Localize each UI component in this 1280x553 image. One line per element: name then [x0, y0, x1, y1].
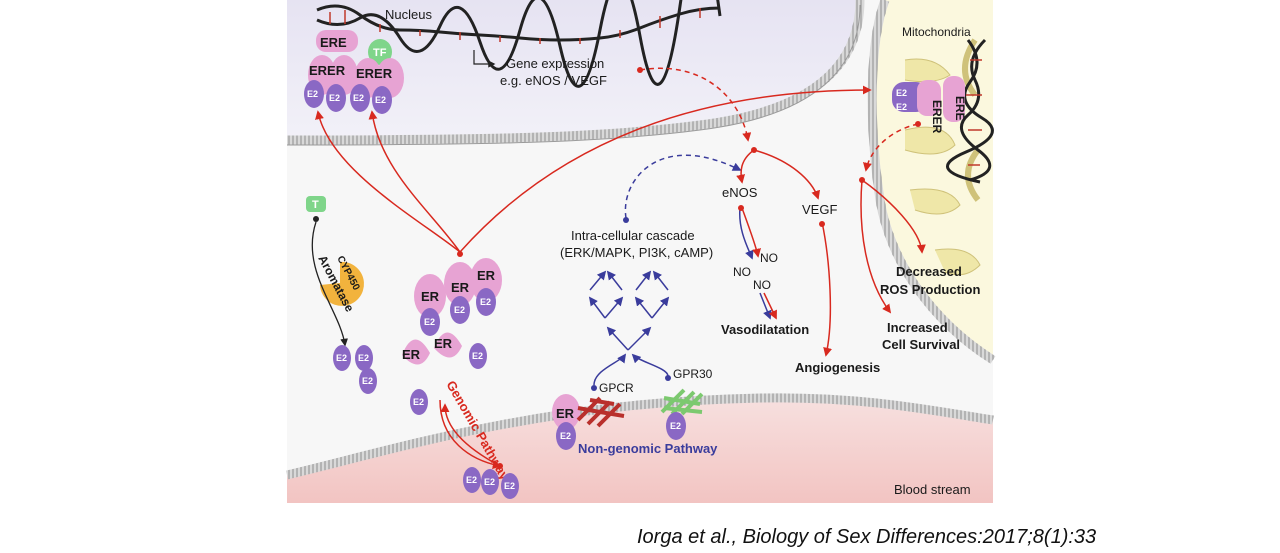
e2-label-m2: E2 — [896, 102, 907, 112]
no-label-3: NO — [753, 278, 771, 292]
gpr30-receptor: GPR30 E2 — [660, 367, 713, 440]
mitochondria-dna — [946, 38, 994, 184]
no-blue-arrow — [759, 292, 772, 320]
gpcr-receptor: GPCR — [576, 381, 634, 428]
testosterone-molecule: T — [306, 196, 326, 222]
er-label-membrane: ER — [556, 406, 575, 421]
er-label-c5: ER — [434, 336, 453, 351]
no-red-arrow — [763, 292, 777, 320]
e2-label-m1: E2 — [896, 88, 907, 98]
gene-expression-label: Gene expression — [506, 56, 604, 71]
e2-label-n1: E2 — [307, 89, 318, 99]
e2-label-b3: E2 — [504, 481, 515, 491]
e2-label-f4: E2 — [472, 351, 483, 361]
cytoplasm-er-complexes: ER E2 ER E2 ER E2 ER ER — [402, 258, 502, 365]
er-label-c4: ER — [402, 347, 421, 362]
arrow-to-vegf — [753, 149, 820, 200]
ere-complex-left: ERE ERER E2 E2 — [304, 30, 358, 112]
tf-complex: TF ERER E2 E2 — [350, 39, 404, 114]
enos-red-arrow — [741, 207, 761, 258]
erer-label-left: ERER — [309, 63, 346, 78]
gpcr-label: GPCR — [599, 381, 634, 395]
no-label-1: NO — [760, 251, 778, 265]
mitochondria-label: Mitochondria — [902, 25, 971, 39]
arrow-to-angiogenesis — [821, 221, 832, 357]
tf-label: TF — [373, 47, 387, 59]
e2-label-n2: E2 — [329, 93, 340, 103]
vasodilatation-label: Vasodilatation — [721, 322, 809, 337]
genomic-arrows — [315, 85, 872, 253]
cascade-members: (ERK/MAPK, PI3K, cAMP) — [560, 245, 713, 260]
gene-expression-dashed-arrow — [639, 67, 752, 142]
e2-label-b2: E2 — [484, 477, 495, 487]
nucleus-label: Nucleus — [385, 7, 432, 22]
free-e2-group: E2 E2 E2 E2 E2 — [333, 343, 487, 415]
erer-label-mito: ERER — [930, 100, 944, 134]
transcription-arrow — [473, 50, 496, 68]
ere-label-nucleus: ERE — [320, 35, 347, 50]
non-genomic-label: Non-genomic Pathway — [578, 441, 718, 456]
membrane-er-receptor: ER E2 — [552, 394, 580, 450]
e2-label-f5: E2 — [413, 397, 424, 407]
erer-label-right: ERER — [356, 66, 393, 81]
arrow-to-ros — [861, 179, 926, 254]
e2-label-f1: E2 — [336, 353, 347, 363]
no-label-2: NO — [733, 265, 751, 279]
enos-label: eNOS — [722, 185, 758, 200]
e2-label-membrane2: E2 — [670, 421, 681, 431]
genomic-pathway-arrow-out — [440, 403, 501, 467]
cascade-label: Intra-cellular cascade — [571, 228, 695, 243]
e2-label-c2: E2 — [454, 305, 465, 315]
e2-label-f2: E2 — [358, 353, 369, 363]
gpr30-label: GPR30 — [673, 367, 713, 381]
enos-blue-arrow — [739, 207, 754, 260]
e2-label-n3: E2 — [353, 93, 364, 103]
cell-survival-label: Cell Survival — [882, 337, 960, 352]
testosterone-label: T — [312, 199, 319, 211]
er-label-c1: ER — [421, 289, 440, 304]
increased-label: Increased — [887, 320, 948, 335]
arrow-to-survival — [860, 179, 892, 314]
arrow-to-enos — [736, 149, 755, 184]
gene-expression-example: e.g. eNOS / VEGF — [500, 73, 607, 88]
nucleus-dna — [316, 0, 722, 88]
vegf-label: VEGF — [802, 202, 837, 217]
e2-label-c3: E2 — [480, 297, 491, 307]
e2-label-c1: E2 — [424, 317, 435, 327]
cascade-tree — [588, 154, 742, 386]
e2-label-membrane1: E2 — [560, 431, 571, 441]
mitochondria-er-complex: E2 E2 ERER ERE — [892, 76, 967, 134]
e2-label-n4: E2 — [375, 95, 386, 105]
blood-stream-label: Blood stream — [894, 482, 971, 497]
conversion-arrow — [311, 221, 348, 347]
mito-dashed-arrow — [863, 123, 919, 172]
ros-production-label: ROS Production — [880, 282, 980, 297]
e2-label-b1: E2 — [466, 475, 477, 485]
decreased-label: Decreased — [896, 264, 962, 279]
er-label-c2: ER — [451, 280, 470, 295]
e2-label-f3: E2 — [362, 376, 373, 386]
angiogenesis-label: Angiogenesis — [795, 360, 880, 375]
blood-e2-group: E2 E2 E2 — [463, 467, 519, 499]
ere-label-mito: ERE — [953, 96, 967, 121]
citation: Iorga et al., Biology of Sex Differences… — [637, 526, 1097, 548]
er-label-c3: ER — [477, 268, 496, 283]
